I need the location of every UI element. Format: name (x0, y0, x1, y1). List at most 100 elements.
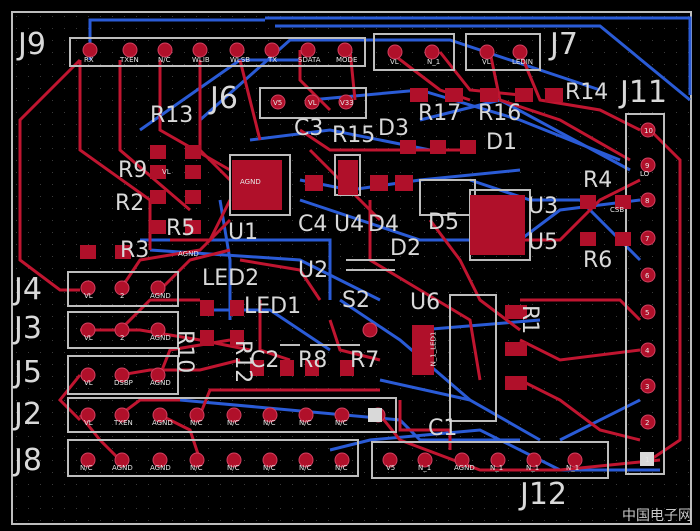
label-u5: U5 (528, 230, 559, 255)
pin-j4-2: 2 (120, 292, 125, 300)
watermark: 中国电子网 (622, 508, 692, 524)
label-r5: R5 (166, 216, 196, 241)
pin-j8-agnd2: AGND (150, 464, 171, 472)
pin-j8-nc5: N/C (299, 464, 312, 472)
pin-j7-ledin: LEDIN (512, 58, 534, 66)
pin-j5-agnd: AGND (150, 379, 171, 387)
label-c4: C4 (298, 212, 328, 237)
label-j2: J2 (14, 397, 42, 432)
pin-wlib: WLIB (192, 56, 210, 64)
label-j12: J12 (520, 477, 568, 512)
label-d3: D3 (378, 116, 409, 141)
pin-mode: MODE (336, 56, 358, 64)
pin-j12-v5: V5 (386, 464, 396, 472)
pin-j4-vl: VL (84, 292, 93, 300)
pin-j5-dsbp: DSBP (114, 379, 133, 387)
label-j8: J8 (14, 443, 42, 478)
label-s2: S2 (342, 288, 370, 313)
pin-j5-vl: VL (84, 379, 93, 387)
pin-j3-vl: VL (84, 334, 93, 342)
pin-j11-10: 10 (644, 127, 653, 135)
label-u1: U1 (228, 220, 259, 245)
label-r6: R6 (583, 248, 613, 273)
label-d1: D1 (486, 130, 517, 155)
label-r2: R2 (115, 191, 145, 216)
label-j6: J6 (210, 81, 238, 116)
label-r16: R16 (478, 101, 522, 126)
pin-j8-agnd1: AGND (112, 464, 133, 472)
pin-j3-agnd: AGND (150, 334, 171, 342)
label-r17: R17 (418, 101, 462, 126)
label-led1: LED1 (244, 294, 302, 319)
u6-n1-text: N_1_LED1 (429, 331, 438, 367)
pin-j2-nc3: N/C (263, 419, 276, 427)
pin-j11-7: 7 (645, 235, 650, 243)
pin-j8-nc4: N/C (263, 464, 276, 472)
j11-lo-text: LO (640, 170, 650, 178)
label-u3: U3 (528, 194, 559, 219)
label-r15: R15 (332, 123, 376, 148)
label-r10: R10 (172, 330, 197, 374)
r9-vl-text: VL (162, 168, 171, 176)
label-j3: J3 (14, 311, 42, 346)
pin-nc: N/C (158, 56, 171, 64)
label-r1: R1 (517, 305, 542, 335)
label-j9: J9 (18, 27, 46, 62)
r3-agnd-text: AGND (178, 250, 199, 258)
pin-j12-agnd: AGND (454, 464, 475, 472)
pin-j2-nc5: N/C (335, 419, 348, 427)
label-r14: R14 (565, 80, 609, 105)
pin-j8-nc6: N/C (335, 464, 348, 472)
pin-j11-4: 4 (645, 347, 650, 355)
label-r7: R7 (350, 348, 380, 373)
pin-j12-n1b: N_1 (490, 464, 504, 472)
label-j4: J4 (14, 272, 42, 307)
pin-j11-2: 2 (645, 419, 650, 427)
label-d5: D5 (428, 210, 459, 235)
label-r9: R9 (118, 158, 148, 183)
label-led2: LED2 (202, 266, 260, 291)
pin-j2-agnd: AGND (152, 419, 173, 427)
pin-j11-6: 6 (645, 272, 650, 280)
pin-j12-n1c: N_1 (526, 464, 540, 472)
label-j11: J11 (620, 75, 668, 110)
label-j7: J7 (550, 27, 578, 62)
pin-rx: RX (84, 56, 94, 64)
label-d4: D4 (368, 212, 399, 237)
pin-j7-vl1: VL (390, 58, 399, 66)
label-d2: D2 (390, 236, 421, 261)
pin-j6-v5: V5 (273, 99, 283, 107)
pin-j11-3: 3 (645, 383, 650, 391)
label-r13: R13 (150, 103, 194, 128)
label-c1: C1 (428, 416, 458, 441)
pin-j2-vl: VL (84, 419, 93, 427)
pin-j8-nc1: N/C (80, 464, 93, 472)
pin-tx: TX (268, 56, 278, 64)
pin-j11-8: 8 (645, 197, 650, 205)
pin-j2-nc1: N/C (190, 419, 203, 427)
u1-agnd-text: AGND (240, 178, 261, 186)
pin-sdata: SDATA (298, 56, 321, 64)
pin-j3-2: 2 (120, 334, 125, 342)
pin-j7-vl2: VL (482, 58, 491, 66)
label-u4: U4 (334, 212, 365, 237)
label-c2: C2 (250, 348, 280, 373)
pin-j7-n1: N_1 (427, 58, 441, 66)
pin-j2-nc2: N/C (227, 419, 240, 427)
label-u2: U2 (298, 258, 329, 283)
pin-j6-v33: V33 (340, 99, 354, 107)
label-r8: R8 (298, 348, 328, 373)
pin-txen: TXEN (120, 56, 139, 64)
pin-j2-nc4: N/C (299, 419, 312, 427)
pin-j11-1: 1 (645, 456, 650, 464)
pin-j6-vl: VL (308, 99, 317, 107)
pin-j8-nc3: N/C (227, 464, 240, 472)
pin-j8-nc2: N/C (190, 464, 203, 472)
r4-cs-text: CSB (610, 206, 625, 214)
pin-wlsb: WLSB (230, 56, 251, 64)
label-c3: C3 (294, 116, 324, 141)
label-r3: R3 (120, 238, 150, 263)
label-u6: U6 (410, 290, 441, 315)
